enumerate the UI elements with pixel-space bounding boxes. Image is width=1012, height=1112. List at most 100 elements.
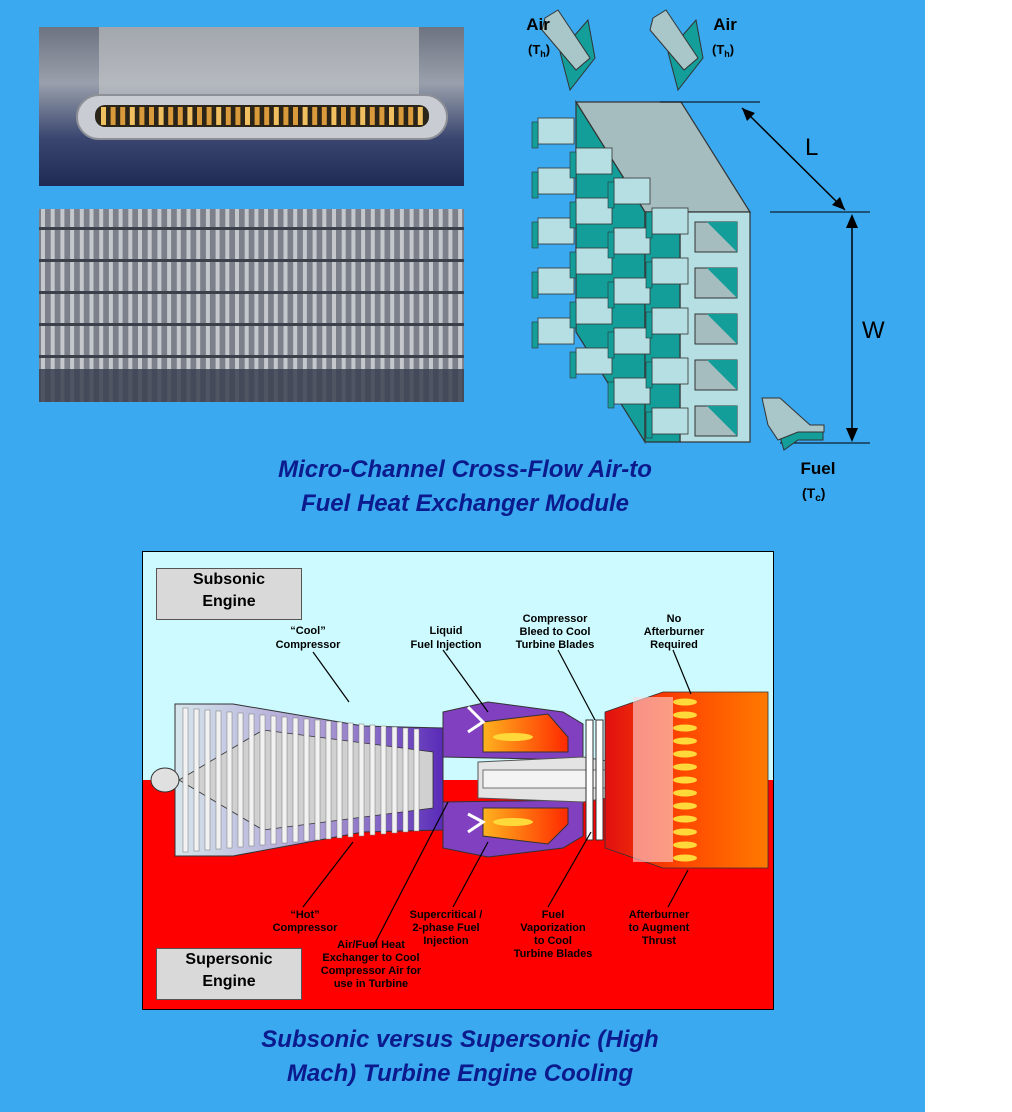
air-fin xyxy=(537,117,575,145)
photo-fin xyxy=(206,107,212,125)
air-fin xyxy=(651,357,689,385)
photo-fin xyxy=(302,107,308,125)
grid-line-vertical xyxy=(118,209,123,402)
compressor-blade xyxy=(369,724,376,836)
grid-line-vertical xyxy=(157,209,162,402)
air-fin-side xyxy=(569,351,577,379)
afterburner-flame xyxy=(673,802,697,810)
fuel-arrow xyxy=(761,397,825,451)
photo-fin xyxy=(389,107,394,125)
photo-channel-surface xyxy=(39,209,464,402)
grid-line-vertical xyxy=(60,209,65,402)
compressor-blade xyxy=(336,721,343,839)
compressor-blade xyxy=(325,720,332,840)
heat-exchanger-diagram: Air (Th) Air (Th) L W xyxy=(526,9,885,504)
photo-fin xyxy=(129,107,135,125)
air-fin-side xyxy=(531,121,539,149)
air-fin xyxy=(651,257,689,285)
afterburner-flame xyxy=(673,815,697,823)
air-fin-side xyxy=(645,411,653,439)
photo-fin xyxy=(350,107,356,125)
photo-fin xyxy=(225,107,231,125)
fuel-label: Fuel xyxy=(801,459,836,478)
photo-fin xyxy=(177,107,183,125)
photo-fin xyxy=(149,107,154,125)
photo-fin xyxy=(120,107,126,125)
photo-fin xyxy=(369,107,375,125)
air-fin-side xyxy=(645,261,653,289)
grid-line-vertical xyxy=(380,209,385,402)
air-fin-side xyxy=(531,321,539,349)
photo-fin xyxy=(408,107,414,125)
grid-line-vertical xyxy=(147,209,152,402)
compressor-blade xyxy=(237,712,244,848)
photo-tube-drawing xyxy=(76,27,448,140)
compressor-blade xyxy=(391,726,398,834)
afterburner-flame xyxy=(673,776,697,784)
compressor-blade xyxy=(314,719,321,841)
photo-fin xyxy=(273,107,279,125)
afterburner-flame xyxy=(673,841,697,849)
engine-caption: Subsonic versus Supersonic (High Mach) T… xyxy=(200,1023,720,1091)
compressor-blade xyxy=(204,709,211,851)
grid-line-vertical xyxy=(254,209,259,402)
compressor-blade xyxy=(358,723,365,837)
compressor-blade xyxy=(259,714,266,846)
air-fin-side xyxy=(645,361,653,389)
air-fin-side xyxy=(569,151,577,179)
afterburner-flame xyxy=(673,737,697,745)
photo-fin-grid xyxy=(39,209,464,402)
photo-fin xyxy=(254,107,260,125)
air-fin xyxy=(613,227,651,255)
air-fin xyxy=(575,147,613,175)
air-fin xyxy=(575,297,613,325)
label-cool-compressor: “Cool”Compressor xyxy=(276,625,342,651)
grid-line-vertical xyxy=(429,209,433,402)
photo-fin xyxy=(331,107,337,125)
afterburner-flame xyxy=(673,724,697,732)
grid-line-vertical xyxy=(196,209,201,402)
module-body xyxy=(531,99,752,445)
dim-L-label: L xyxy=(805,134,818,161)
grid-line-vertical xyxy=(361,209,366,402)
hx-caption-line2: Fuel Heat Exchanger Module xyxy=(300,490,630,517)
compressor-blade xyxy=(347,722,354,838)
grid-line-vertical xyxy=(399,209,404,402)
air-fin xyxy=(651,207,689,235)
compressor-blade xyxy=(413,728,420,832)
air-label-right: Air xyxy=(713,15,737,34)
photo-fin xyxy=(398,107,404,125)
compressor-blade xyxy=(248,713,255,847)
air-fin xyxy=(651,307,689,335)
air-fin-side xyxy=(531,171,539,199)
fuel-sub: (Tc) xyxy=(802,485,825,504)
photo-fin xyxy=(101,107,106,125)
grid-line-vertical xyxy=(167,209,172,402)
grid-line-vertical xyxy=(390,209,395,402)
air-arrow-left xyxy=(541,9,596,92)
photo-fin xyxy=(293,107,298,125)
dim-W-label: W xyxy=(862,317,885,344)
grid-line-vertical xyxy=(176,209,181,402)
air-fin-side xyxy=(645,311,653,339)
air-sub-left: (Th) xyxy=(528,42,550,59)
afterburner-flame xyxy=(673,763,697,771)
grid-line-vertical xyxy=(370,209,375,402)
subsonic-engine-label: Subsonic Engine xyxy=(156,568,302,620)
air-fin-side xyxy=(569,251,577,279)
supersonic-line2: Engine xyxy=(202,973,256,990)
fuel-channel-shade xyxy=(707,406,737,436)
photo-fin xyxy=(216,107,222,125)
grid-line-horizontal xyxy=(39,323,464,326)
compressor-blade xyxy=(292,717,299,843)
air-fin-side xyxy=(607,181,615,209)
air-fin-side xyxy=(607,331,615,359)
photo-fin xyxy=(139,107,145,125)
photo-fin xyxy=(321,107,327,125)
afterburner-flame xyxy=(673,698,697,706)
compressor-blade xyxy=(270,715,277,845)
air-sub-right: (Th) xyxy=(712,42,734,59)
grid-line-vertical xyxy=(50,209,55,402)
